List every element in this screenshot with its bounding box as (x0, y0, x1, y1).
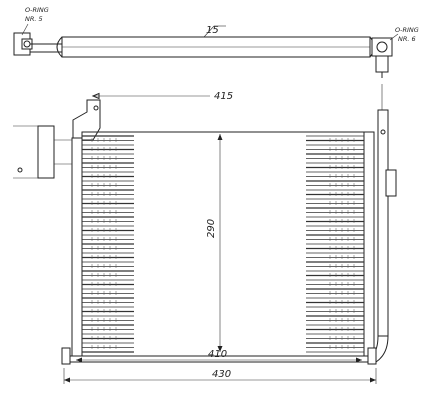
left-mount-bracket (72, 99, 101, 141)
left-fitting-note-line2: NR. 5 (25, 15, 43, 23)
right-fitting-icon (371, 37, 393, 57)
dim-overall-width-line (63, 368, 377, 384)
dim-core-width-line (76, 357, 362, 363)
condenser-body (13, 84, 397, 365)
dim-overall-top-line (91, 92, 210, 100)
dim-core-width: 410 (208, 349, 227, 360)
right-fitting-note-line2: NR. 6 (398, 35, 416, 43)
right-fitting-note-line1: O-RING (395, 26, 419, 34)
right-header-tank (363, 131, 375, 357)
dim-overall-width: 430 (212, 369, 231, 380)
dim-top-pipe: 15 (206, 25, 219, 36)
condenser-fins (82, 135, 364, 353)
left-side-bracket (37, 125, 55, 179)
left-header-tank (71, 137, 83, 357)
left-fitting-note-line1: O-RING (25, 6, 49, 14)
dim-core-height: 290 (206, 219, 217, 238)
receiver-dryer-pipe (377, 109, 389, 337)
dim-overall-top: 415 (214, 91, 233, 102)
top-pipe-view (13, 23, 399, 78)
dim-core-height-line (217, 134, 223, 352)
right-side-bracket (385, 169, 397, 197)
